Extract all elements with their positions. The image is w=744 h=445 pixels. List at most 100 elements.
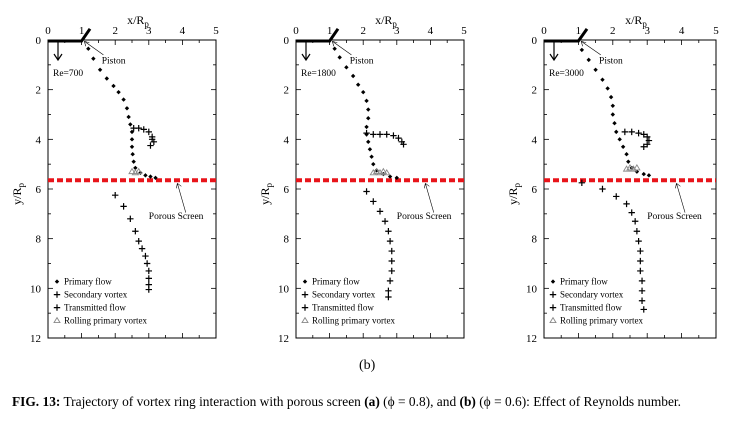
data-point (355, 82, 361, 87)
data-point (370, 131, 377, 138)
data-point (633, 228, 641, 235)
series-transmitted-flow (363, 188, 395, 301)
data-point (385, 228, 392, 235)
piston-label: Piston (599, 57, 623, 67)
data-point (578, 179, 586, 186)
legend-marker (550, 279, 556, 284)
y-tick-label: 0 (36, 35, 42, 47)
data-point (129, 144, 135, 149)
reynolds-label: Re=1800 (301, 69, 336, 79)
data-point (124, 106, 130, 111)
data-point (134, 167, 143, 175)
y-tick-label: 12 (30, 333, 41, 345)
data-point (624, 152, 629, 157)
data-point (143, 173, 148, 178)
data-point (370, 198, 377, 205)
y-tick-label: 4 (36, 134, 42, 146)
data-point (369, 154, 374, 159)
data-point (610, 112, 615, 117)
data-point (130, 152, 135, 157)
reynolds-label: Re=700 (53, 69, 83, 79)
data-point (148, 174, 153, 179)
legend-marker (302, 279, 308, 284)
y-tick-label: 10 (278, 283, 290, 295)
data-point (148, 136, 156, 143)
x-tick-label: 2 (112, 25, 118, 37)
legend-label: Secondary vortex (560, 290, 624, 300)
caption-a: (a) (364, 394, 380, 409)
x-tick-label: 3 (644, 25, 650, 37)
porous-screen-label: Porous Screen (397, 212, 452, 222)
data-point (638, 297, 646, 304)
legend-label: Rolling primary vortex (560, 316, 643, 326)
data-point (626, 159, 631, 164)
data-point (135, 124, 142, 132)
data-point (614, 129, 619, 135)
data-point (145, 275, 152, 282)
data-point (381, 218, 389, 225)
y-axis-title-sub: p (512, 183, 522, 188)
data-point (129, 137, 135, 142)
data-point (626, 164, 634, 171)
y-tick-label: 4 (284, 134, 290, 146)
series-secondary-vortex (130, 124, 158, 149)
x-tick-label: 5 (461, 25, 467, 37)
legend-marker (54, 279, 60, 284)
data-point (600, 77, 605, 82)
caption-b: (b) (459, 394, 476, 409)
legend-label: Primary flow (560, 277, 608, 287)
legend-label: Transmitted flow (64, 303, 126, 313)
x-tick-label: 4 (180, 25, 186, 37)
legend-marker (53, 304, 61, 311)
y-axis-title-group: y/Rp (258, 183, 274, 205)
data-point (633, 164, 641, 171)
data-point (637, 267, 644, 275)
legend-marker (301, 304, 309, 311)
piston-label: Piston (350, 57, 374, 67)
piston-pointer (580, 40, 601, 56)
data-point (386, 277, 394, 285)
data-point (135, 237, 142, 245)
legend-label: Secondary vortex (64, 290, 128, 300)
data-point (116, 89, 121, 95)
data-point (640, 131, 647, 138)
data-point (382, 168, 391, 176)
data-point (605, 86, 610, 91)
y-tick-label: 2 (532, 85, 538, 97)
data-point (620, 144, 626, 149)
x-tick-label: 2 (360, 25, 366, 37)
piston-label: Piston (102, 57, 126, 67)
screen-pointer (176, 183, 187, 213)
x-tick-label: 0 (293, 25, 299, 37)
data-point (138, 245, 146, 252)
data-point (637, 257, 644, 265)
data-point (376, 131, 384, 138)
data-point (364, 98, 369, 104)
legend-label: Transmitted flow (312, 303, 374, 313)
data-point (628, 128, 635, 136)
series-rolling-primary-vortex (622, 164, 641, 172)
y-tick-label: 6 (36, 184, 42, 196)
series-transmitted-flow (112, 192, 152, 293)
x-axis-title: x/Rp (625, 13, 647, 29)
data-point (637, 247, 644, 255)
y-tick-label: 8 (284, 234, 290, 246)
legend-marker (53, 316, 61, 324)
y-axis-title-group: y/Rp (506, 183, 522, 205)
data-point (387, 174, 393, 179)
data-point (631, 218, 639, 225)
data-point (608, 94, 614, 100)
data-point (374, 168, 379, 173)
x-tick-label: 0 (541, 25, 547, 37)
data-point (638, 277, 646, 285)
data-point (147, 142, 154, 149)
y-axis-title: y/Rp (258, 183, 274, 205)
data-point (379, 167, 388, 175)
data-point (394, 175, 399, 181)
y-axis-title-sub: p (16, 183, 26, 188)
legend-marker (549, 316, 557, 324)
x-tick-label: 5 (213, 25, 219, 37)
data-point (645, 137, 653, 144)
data-point (613, 193, 620, 200)
